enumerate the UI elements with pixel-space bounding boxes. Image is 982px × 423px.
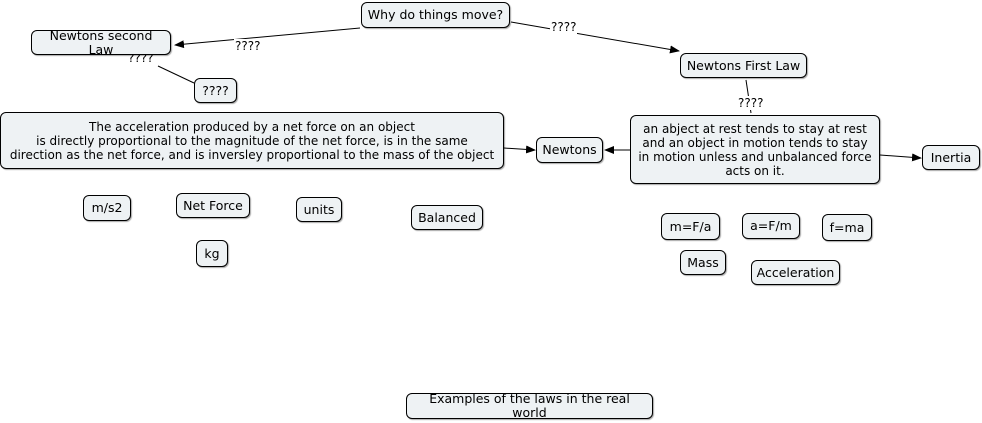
link-why-to-second [174, 27, 361, 49]
link-second-to-q [157, 65, 195, 84]
node-examples-real-world[interactable]: Examples of the laws in the real world [406, 392, 653, 420]
node-kg[interactable]: kg [196, 240, 228, 267]
node-units[interactable]: units [296, 197, 342, 222]
link-label-first-def: ???? [737, 96, 765, 110]
node-inertia-definition[interactable]: an abject at rest tends to stay at rest … [630, 115, 880, 184]
node-newtons-second-law[interactable]: Newtons second Law [31, 28, 171, 56]
link-def-to-inertia [879, 153, 922, 162]
node-acceleration-definition[interactable]: The acceleration produced by a net force… [0, 112, 504, 169]
link-accel-to-newtons [503, 145, 536, 154]
link-label-why-second: ???? [234, 39, 262, 53]
link-why-to-first [510, 21, 680, 54]
node-f-equals-ma[interactable]: f=ma [822, 214, 872, 241]
node-question[interactable]: ???? [194, 78, 237, 103]
link-label-why-first: ???? [550, 20, 578, 34]
node-acceleration[interactable]: Acceleration [751, 260, 840, 285]
node-why-do-things-move[interactable]: Why do things move? [361, 2, 510, 28]
node-newtons[interactable]: Newtons [536, 137, 603, 163]
node-newtons-first-law[interactable]: Newtons First Law [680, 53, 807, 78]
node-net-force[interactable]: Net Force [176, 193, 250, 218]
node-m-equals-f-over-a[interactable]: m=F/a [661, 213, 720, 240]
node-a-equals-f-over-m[interactable]: a=F/m [742, 213, 800, 239]
node-inertia[interactable]: Inertia [922, 145, 980, 170]
node-balanced[interactable]: Balanced [411, 205, 483, 230]
node-mass[interactable]: Mass [680, 250, 726, 275]
node-m-s2[interactable]: m/s2 [83, 195, 131, 221]
